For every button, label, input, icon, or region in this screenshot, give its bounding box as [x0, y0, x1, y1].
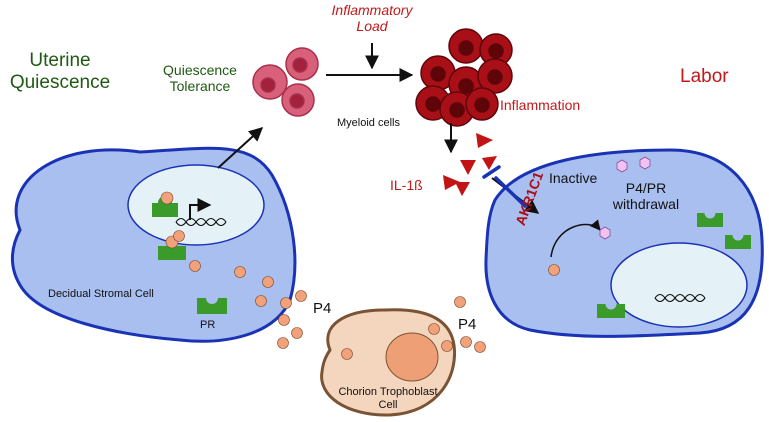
chorion-trophoblast-cell [320, 308, 457, 417]
inflammatory-load-line1: Inflammatory [331, 2, 413, 18]
myeloid-cells-label: Myeloid cells [337, 117, 400, 129]
chorion-trophoblast-label: Chorion Trophoblast Cell [333, 386, 443, 411]
progesterone-molecules-left [173, 230, 307, 349]
quiescence-tolerance-line1: Quiescence [163, 62, 237, 78]
pr-receptor-nuclear [152, 191, 178, 217]
pr-receptors-labor [597, 207, 751, 318]
inhibition-symbol [482, 165, 527, 208]
inflammatory-load-label: Inflammatory Load [322, 2, 422, 34]
pr-label: PR [200, 319, 216, 331]
p4-left-label: P4 [313, 300, 332, 317]
p4pr-withdrawal-line2: withdrawal [612, 196, 680, 213]
pr-receptor-free [197, 292, 227, 314]
pr-receptor-membrane [158, 235, 186, 260]
labor-nucleus [610, 242, 748, 328]
p4-right-label: P4 [458, 316, 477, 333]
decidual-stromal-cell-label: Decidual Stromal Cell [48, 288, 154, 300]
progesterone-molecules-labor [548, 264, 560, 276]
chorion-line1: Chorion Trophoblast [338, 386, 438, 398]
arrow-cell-to-myeloid [217, 127, 264, 169]
inactive-hexagons [599, 156, 651, 240]
inflammatory-load-line2: Load [356, 18, 388, 35]
myeloid-cells-quiescent [252, 47, 319, 117]
il1b-molecules [443, 133, 497, 196]
dna-helix-right [654, 293, 706, 303]
p4pr-withdrawal-label: P4/PR withdrawal [606, 180, 686, 212]
chorion-line2: Cell [378, 398, 398, 411]
akr1c1-conversion-arrow [550, 219, 601, 258]
inflammation-label: Inflammation [500, 97, 581, 113]
trophoblast-nucleus [385, 332, 439, 382]
p4pr-withdrawal-line1: P4/PR [625, 180, 667, 196]
uterine-quiescence-line2: Quiescence [9, 71, 111, 93]
quiescence-tolerance-line2: Tolerance [169, 78, 231, 95]
uterine-quiescence-line1: Uterine [29, 50, 91, 71]
inactive-label: Inactive [549, 170, 598, 186]
quiescence-tolerance-label: Quiescence Tolerance [152, 62, 248, 94]
decidual-stromal-cell [11, 146, 297, 343]
dna-helix-left [175, 217, 227, 227]
labor-title: Labor [680, 66, 729, 87]
myeloid-cells-inflamed [415, 28, 513, 127]
il1b-label: IL-1ß [390, 177, 423, 193]
transcription-arrow [189, 198, 212, 220]
uterine-quiescence-title: Uterine Quiescence [0, 50, 120, 94]
decidual-stromal-cell-labor [484, 148, 764, 338]
